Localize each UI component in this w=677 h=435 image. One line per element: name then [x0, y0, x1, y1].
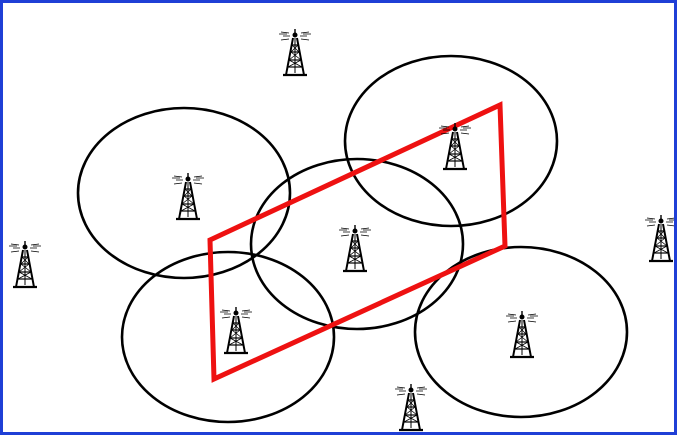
radio-tower-icon — [339, 225, 371, 271]
radio-tower-icon — [172, 173, 204, 219]
coverage-circle — [251, 159, 463, 329]
coverage-diagram — [3, 3, 674, 432]
radio-tower-icon — [9, 241, 41, 287]
radio-tower-icon — [220, 307, 252, 353]
radio-tower-icon — [506, 311, 538, 357]
radio-tower-icon — [395, 384, 427, 430]
radio-tower-icon — [439, 123, 471, 169]
radio-towers — [9, 29, 674, 430]
radio-tower-icon — [645, 215, 674, 261]
radio-tower-icon — [279, 29, 311, 75]
